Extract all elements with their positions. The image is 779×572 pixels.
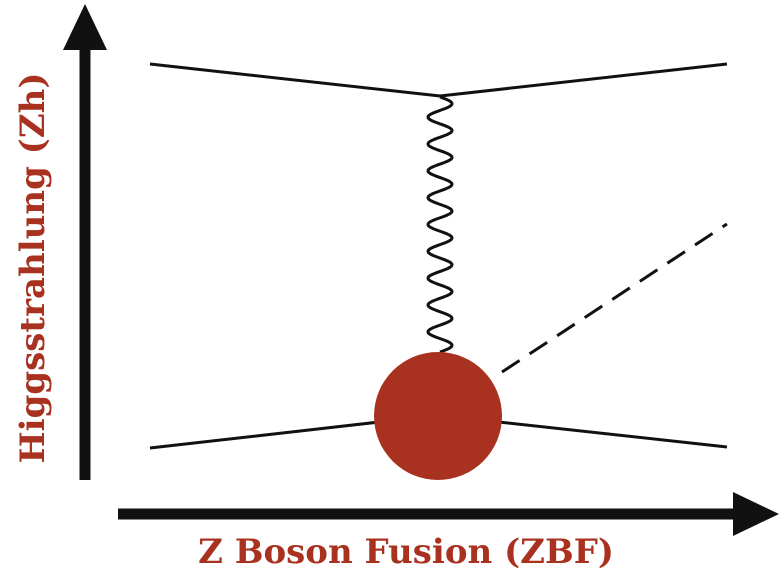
lower-outgoing-fermion <box>489 419 728 449</box>
z-boson-propagator <box>426 95 454 354</box>
x-axis-arrowhead <box>733 492 779 536</box>
upper-outgoing-fermion <box>439 62 728 98</box>
interaction-blob <box>374 352 502 480</box>
lower-incoming-fermion <box>149 419 389 450</box>
higgs-dashed-line <box>501 222 728 374</box>
upper-incoming-fermion <box>149 62 441 98</box>
y-axis-label: Higgsstrahlung (Zh) <box>13 73 53 464</box>
y-axis-arrowhead <box>63 4 107 50</box>
x-axis-label: Z Boson Fusion (ZBF) <box>198 532 614 572</box>
